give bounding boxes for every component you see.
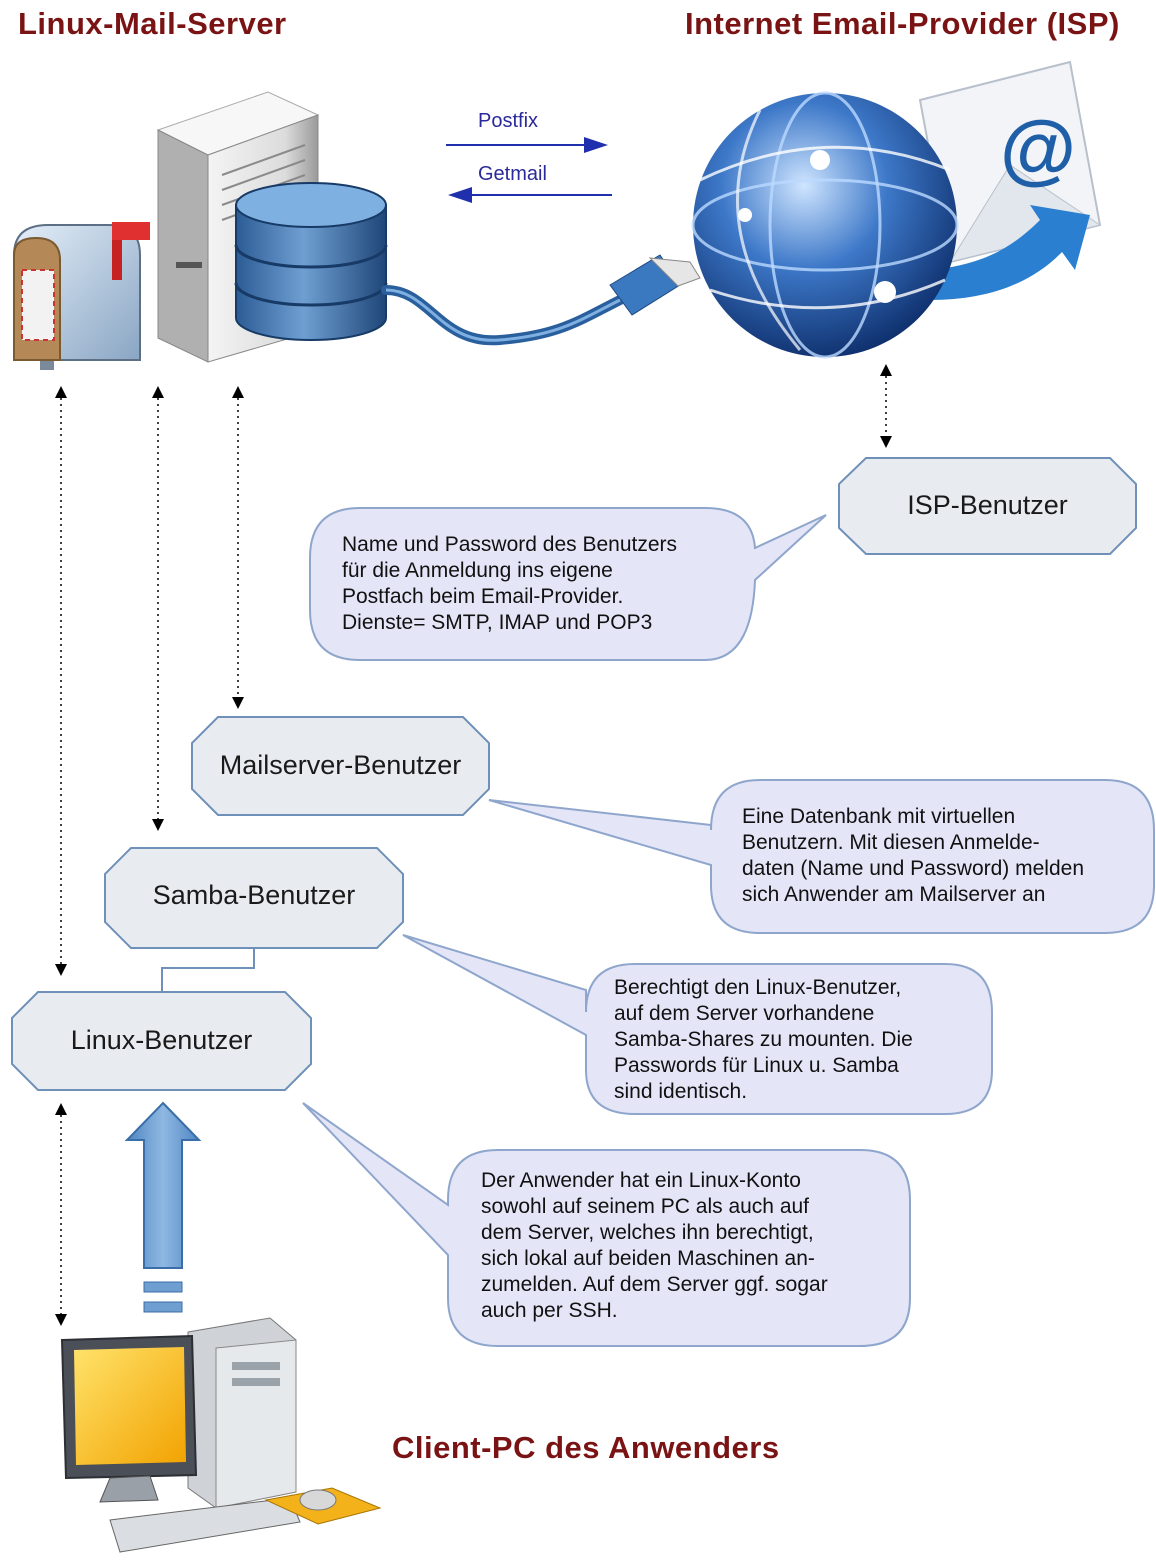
isp-user-note: Name und Password des Benutzers für die … [342,533,678,634]
isp-user-note-bubble [309,507,827,661]
linux-user-label: Linux-Benutzer [70,1025,253,1055]
getmail-label: Getmail [478,163,547,185]
samba-user-node [104,847,404,949]
big-up-arrow [124,1101,202,1313]
samba-user-note: Berechtigt den Linux-Benutzer, auf dem S… [614,976,913,1103]
samba-user-note-bubble [402,934,993,1115]
mailbox-icon [13,222,150,370]
getmail-arrow [448,187,612,203]
samba-linux-link [161,948,255,992]
email-envelope-icon: @ [918,60,1102,300]
postfix-arrow [446,137,608,153]
mail-server-title: Linux-Mail-Server [18,6,287,41]
isp-title: Internet Email-Provider (ISP) [685,6,1120,41]
database-icon [234,182,388,341]
samba-user-label: Samba-Benutzer [152,880,356,910]
linux-user-node [11,991,312,1091]
globe-icon [691,91,959,359]
linux-user-note-bubble [302,1102,911,1347]
isp-user-label: ISP-Benutzer [907,490,1068,520]
postfix-label: Postfix [478,110,539,132]
mailserver-user-node [191,716,490,816]
mailserver-user-label: Mailserver-Benutzer [219,750,462,780]
network-cable-icon [381,254,701,346]
linux-user-note: Der Anwender hat ein Linux-Konto sowohl … [481,1169,828,1322]
client-pc-icon [60,1317,382,1553]
mailserver-user-note-bubble [488,779,1155,934]
svg-text:@: @ [1000,104,1076,192]
isp-user-node [838,457,1137,555]
client-pc-title: Client-PC des Anwenders [392,1430,780,1465]
mailserver-user-note: Eine Datenbank mit virtuellen Benutzern.… [742,805,1085,906]
